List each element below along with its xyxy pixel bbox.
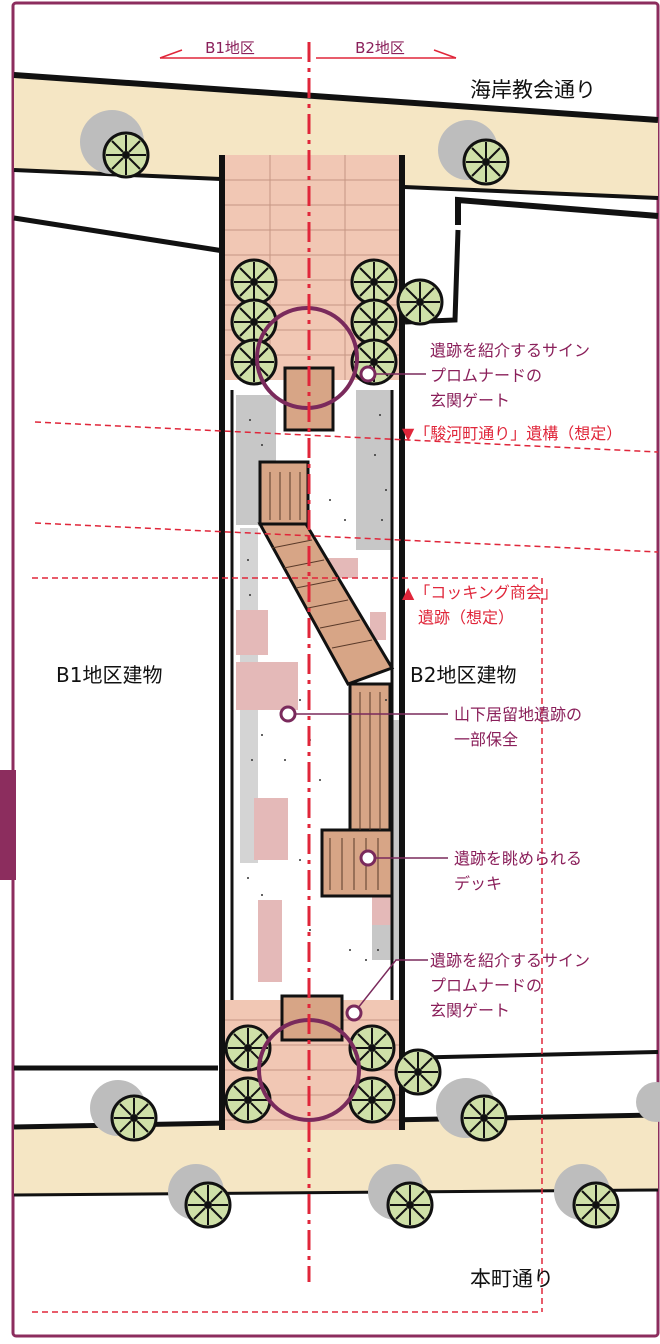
svg-text:遺跡（想定）: 遺跡（想定） xyxy=(418,608,514,627)
district-arrows xyxy=(159,49,457,59)
annotation-cocking: ▲「コッキング商会」 遺跡（想定） xyxy=(402,583,558,627)
tree-icon xyxy=(350,298,398,346)
svg-text:玄関ゲート: 玄関ゲート xyxy=(430,391,510,410)
svg-text:プロムナードの: プロムナードの xyxy=(430,366,542,385)
side-tab xyxy=(0,770,16,880)
tree-icon xyxy=(230,298,278,346)
svg-text:デッキ: デッキ xyxy=(454,874,502,893)
tree-icon xyxy=(110,1094,158,1142)
svg-text:一部保全: 一部保全 xyxy=(454,730,518,749)
svg-text:遺跡を紹介するサイン: 遺跡を紹介するサイン xyxy=(430,951,590,970)
svg-text:玄関ゲート: 玄関ゲート xyxy=(430,1001,510,1020)
svg-text:遺跡を眺められる: 遺跡を眺められる xyxy=(454,849,582,868)
annotation-gate-bottom: 遺跡を紹介するサイン プロムナードの 玄関ゲート xyxy=(430,951,590,1020)
svg-text:プロムナードの: プロムナードの xyxy=(430,976,542,995)
district-label-b2: B2地区 xyxy=(355,39,405,57)
tree-icon xyxy=(460,1094,508,1142)
leader-dot-icon xyxy=(359,365,377,383)
svg-text:▲「コッキング商会」: ▲「コッキング商会」 xyxy=(402,583,558,602)
tree-icon xyxy=(572,1181,620,1229)
district-label-b1: B1地区 xyxy=(205,39,255,57)
annotation-ruins-preserved: 山下居留地遺跡の 一部保全 xyxy=(454,705,582,749)
street-name-top: 海岸教会通り xyxy=(470,78,596,102)
tree-icon xyxy=(350,258,398,306)
building-label-b1: B1地区建物 xyxy=(56,663,162,687)
gate-circle-icon xyxy=(255,306,359,410)
tree-icon xyxy=(102,131,150,179)
tree-icon xyxy=(386,1181,434,1229)
street-name-bottom: 本町通り xyxy=(470,1267,554,1291)
map-frame xyxy=(11,1,660,1338)
tree-icon xyxy=(224,1076,272,1124)
tree-icon xyxy=(230,338,278,386)
tree-icon xyxy=(396,278,444,326)
guide-lines xyxy=(32,421,659,1313)
svg-text:山下居留地遺跡の: 山下居留地遺跡の xyxy=(454,705,582,724)
leader-dots xyxy=(279,365,377,1022)
building-label-b2: B2地区建物 xyxy=(410,663,516,687)
tree-icon xyxy=(230,258,278,306)
svg-text:遺跡を紹介するサイン: 遺跡を紹介するサイン xyxy=(430,341,590,360)
leader-dot-icon xyxy=(279,705,297,723)
tree-icon xyxy=(462,138,510,186)
tree-icon xyxy=(184,1181,232,1229)
annotation-gate-top: 遺跡を紹介するサイン プロムナードの 玄関ゲート xyxy=(430,341,590,410)
trees xyxy=(80,110,660,1229)
leader-dot-icon xyxy=(345,1004,363,1022)
leader-lines xyxy=(288,373,448,1014)
annotation-deck: 遺跡を眺められる デッキ xyxy=(454,849,582,893)
tree-icon xyxy=(394,1048,442,1096)
leader-dot-icon xyxy=(359,849,377,867)
annotation-surugacho: ▼「駿河町通り」遺構（想定） xyxy=(402,424,622,443)
